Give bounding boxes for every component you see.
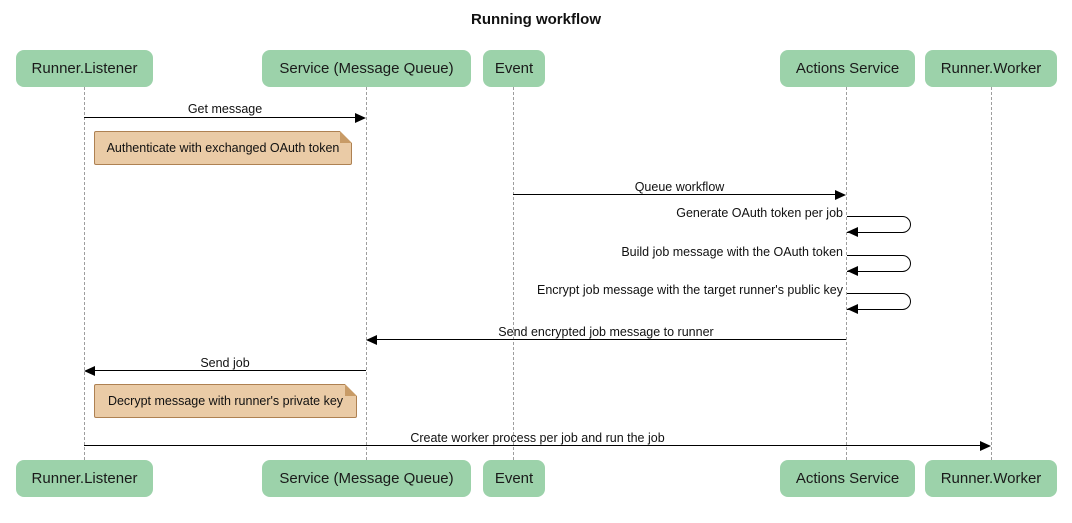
arrowhead-left-icon — [847, 227, 858, 237]
message-label-get-message: Get message — [187, 102, 263, 116]
actor-bottom-actions-service: Actions Service — [780, 460, 915, 497]
actor-bottom-event: Event — [483, 460, 545, 497]
lifeline-service-message-queue — [366, 87, 367, 460]
arrowhead-right-icon — [980, 441, 991, 451]
message-label-encrypt-job-message: Encrypt job message with the target runn… — [536, 283, 843, 297]
note-decrypt-message: Decrypt message with runner's private ke… — [94, 384, 357, 418]
message-label-queue-workflow: Queue workflow — [634, 180, 725, 194]
actor-top-event: Event — [483, 50, 545, 87]
lifeline-actions-service — [846, 87, 847, 460]
diagram-title: Running workflow — [471, 11, 601, 28]
message-line-create-worker-process — [84, 445, 984, 446]
actor-top-actions-service: Actions Service — [780, 50, 915, 87]
note-label: Decrypt message with runner's private ke… — [107, 394, 344, 408]
arrowhead-left-icon — [847, 304, 858, 314]
actor-bottom-runner-worker: Runner.Worker — [925, 460, 1057, 497]
self-loop-line — [847, 255, 911, 272]
note-fold-corner-icon — [345, 384, 357, 396]
actor-top-runner-worker: Runner.Worker — [925, 50, 1057, 87]
note-label: Authenticate with exchanged OAuth token — [106, 141, 340, 155]
self-loop-line — [847, 216, 911, 233]
arrowhead-left-icon — [366, 335, 377, 345]
arrowhead-right-icon — [355, 113, 366, 123]
lifeline-runner-listener — [84, 87, 85, 460]
arrowhead-left-icon — [84, 366, 95, 376]
message-line-get-message — [84, 117, 359, 118]
message-label-send-job: Send job — [200, 356, 250, 370]
note-authenticate-oauth: Authenticate with exchanged OAuth token — [94, 131, 352, 165]
actor-top-runner-listener: Runner.Listener — [16, 50, 153, 87]
message-line-queue-workflow — [513, 194, 839, 195]
actor-top-service-message-queue: Service (Message Queue) — [262, 50, 471, 87]
message-line-send-encrypted-job — [373, 339, 846, 340]
note-fold-corner-icon — [340, 131, 352, 143]
actor-bottom-service-message-queue: Service (Message Queue) — [262, 460, 471, 497]
arrowhead-left-icon — [847, 266, 858, 276]
message-label-send-encrypted-job: Send encrypted job message to runner — [498, 325, 714, 339]
actor-bottom-runner-listener: Runner.Listener — [16, 460, 153, 497]
message-label-generate-oauth-token: Generate OAuth token per job — [676, 206, 843, 220]
lifeline-event — [513, 87, 514, 460]
message-line-send-job — [91, 370, 366, 371]
message-label-build-job-message: Build job message with the OAuth token — [621, 245, 843, 259]
self-loop-line — [847, 293, 911, 310]
arrowhead-right-icon — [835, 190, 846, 200]
message-label-create-worker-process: Create worker process per job and run th… — [410, 431, 665, 445]
lifeline-runner-worker — [991, 87, 992, 460]
